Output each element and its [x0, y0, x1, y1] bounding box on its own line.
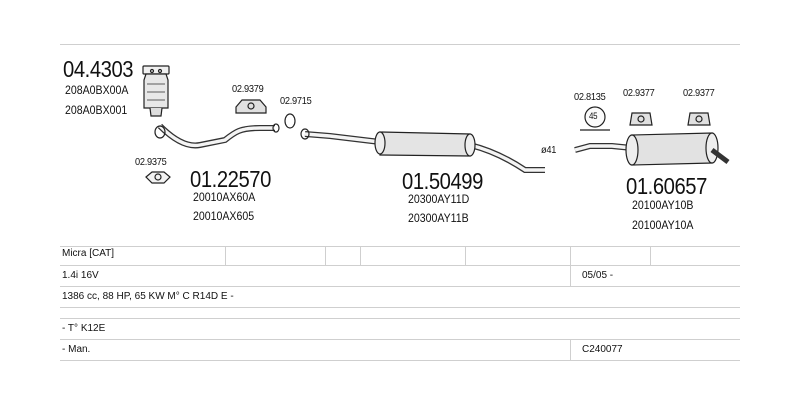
bracket-icon [235, 99, 267, 114]
hanger-icon-1 [629, 112, 653, 126]
flange-gasket-icon [145, 171, 171, 184]
part-ref-rear-2: 20100AY10A [632, 218, 694, 232]
table-row: 1.4i 16V 05/05 - [60, 265, 740, 286]
part-code-front-pipe: 01.22570 [190, 166, 271, 192]
part-ref-front-pipe-2: 20010AX605 [193, 209, 255, 223]
fitting-code-bracket: 02.9379 [232, 83, 264, 95]
vehicle-transmission: - Man. [62, 344, 91, 355]
fitting-code-clamp: 02.8135 [574, 91, 606, 103]
vehicle-date: 05/05 - [582, 270, 614, 281]
table-row: - T° K12E [60, 318, 740, 339]
part-ref-middle-2: 20300AY11B [408, 211, 469, 225]
vehicle-model: Micra [CAT] [62, 248, 115, 259]
part-code-catalytic: 04.4303 [63, 56, 134, 82]
top-divider [60, 44, 740, 45]
table-row: Micra [CAT] [60, 246, 740, 265]
cell-divider [465, 247, 466, 265]
part-code-middle-silencer: 01.50499 [402, 168, 483, 194]
fitting-code-gasket: 02.9375 [135, 156, 167, 168]
cell-divider [650, 247, 651, 265]
clamp-icon [580, 106, 610, 131]
fitting-code-hanger-2: 02.9377 [683, 87, 715, 99]
vehicle-engine: 1.4i 16V [62, 270, 99, 281]
table-row: - Man. C240077 [60, 339, 740, 361]
pipe-diameter-label: ø41 [541, 144, 557, 156]
catalytic-converter-icon [142, 65, 170, 117]
cell-divider [325, 247, 326, 265]
part-ref-rear-1: 20100AY10B [632, 198, 694, 212]
part-ref-catalytic-1: 208A0BX00A [65, 83, 129, 97]
part-ref-catalytic-2: 208A0BX001 [65, 103, 128, 117]
cell-divider [225, 247, 226, 265]
front-pipe-icon [154, 123, 280, 149]
cell-divider [570, 340, 571, 360]
vehicle-info-table: Micra [CAT] 1.4i 16V 05/05 - 1386 cc, 88… [60, 246, 740, 361]
cell-divider [570, 266, 571, 286]
table-row [60, 307, 740, 318]
vehicle-code: C240077 [582, 344, 623, 355]
rear-silencer-icon [574, 132, 730, 166]
vehicle-specs: 1386 cc, 88 HP, 65 KW M° C R14D E - [62, 291, 234, 302]
part-ref-front-pipe-1: 20010AX60A [193, 190, 256, 204]
vehicle-type: - T° K12E [62, 323, 106, 334]
fitting-code-ring: 02.9715 [280, 95, 312, 107]
cell-divider [360, 247, 361, 265]
clamp-size-label: 45 [589, 111, 598, 121]
fitting-code-hanger-1: 02.9377 [623, 87, 655, 99]
part-ref-middle-1: 20300AY11D [408, 192, 470, 206]
cell-divider [570, 247, 571, 265]
table-row: 1386 cc, 88 HP, 65 KW M° C R14D E - [60, 286, 740, 307]
hanger-icon-2 [687, 112, 711, 126]
middle-silencer-icon [300, 128, 545, 173]
part-code-rear-silencer: 01.60657 [626, 173, 707, 199]
exhaust-diagram [142, 65, 730, 184]
ring-gasket-icon [284, 113, 296, 129]
